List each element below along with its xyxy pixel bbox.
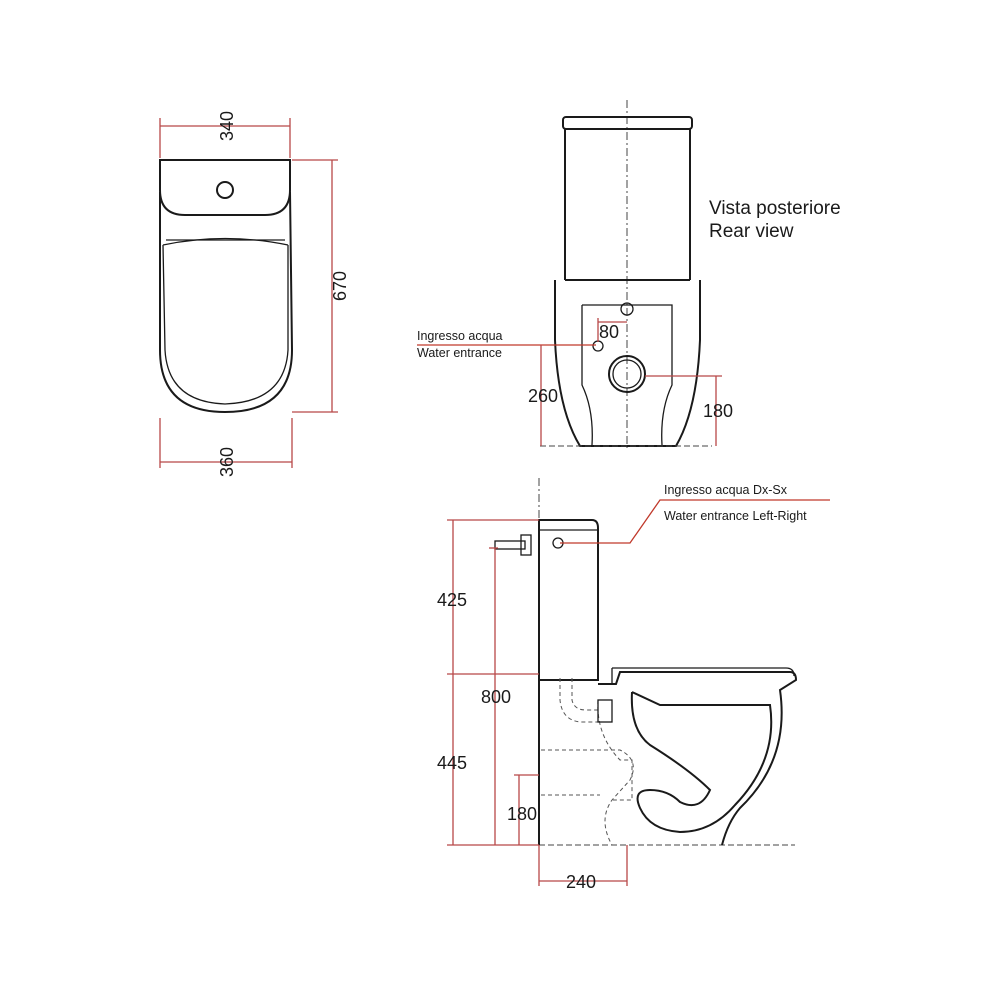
dim-80-label: 80 bbox=[599, 322, 619, 342]
side-view-bowl-outline bbox=[538, 671, 798, 846]
rear-view-inlet-label-it: Ingresso acqua bbox=[417, 329, 503, 343]
rear-view-water-inlet-icon bbox=[592, 340, 604, 352]
top-view-bowl-outline bbox=[159, 191, 294, 414]
dim-800-label: 800 bbox=[481, 687, 511, 707]
dim-340-label: 340 bbox=[217, 111, 237, 141]
rear-view-inlet-label-en: Water entrance bbox=[417, 346, 502, 360]
top-view: 340 670 360 bbox=[159, 111, 350, 477]
rear-view-top-inlet-icon bbox=[620, 302, 634, 316]
side-view: 425 445 800 180 240 Ingresso acqua Dx-Sx… bbox=[437, 478, 830, 892]
dim-260-label: 260 bbox=[528, 386, 558, 406]
rear-view-tank-lid bbox=[562, 116, 693, 130]
dim-445-label: 445 bbox=[437, 753, 467, 773]
rear-view-outlet-outer-icon bbox=[608, 355, 646, 393]
side-view-inlet-label-it: Ingresso acqua Dx-Sx bbox=[664, 483, 788, 497]
side-view-tank-outline bbox=[538, 519, 599, 681]
side-view-inlet-label-en: Water entrance Left-Right bbox=[664, 509, 807, 523]
dim-240-label: 240 bbox=[566, 872, 596, 892]
rear-view: 80 Ingresso acqua Water entrance 260 180… bbox=[417, 100, 841, 448]
rear-view-title-en: Rear view bbox=[709, 221, 794, 242]
dim-360-label: 360 bbox=[217, 447, 237, 477]
dim-425-label: 425 bbox=[437, 590, 467, 610]
flush-button-icon bbox=[216, 181, 234, 199]
side-view-bowl-interior bbox=[630, 691, 773, 834]
top-view-seat-outline bbox=[162, 237, 289, 405]
side-view-outlet-spigot bbox=[597, 699, 613, 723]
rear-view-rear-recess bbox=[581, 304, 673, 446]
top-view-tank-outline bbox=[159, 159, 291, 216]
rear-view-title-it: Vista posteriore bbox=[709, 198, 841, 219]
side-view-hidden-pipe-upper bbox=[559, 678, 600, 723]
dim-670-label: 670 bbox=[330, 271, 350, 301]
side-view-supply-pipe bbox=[494, 540, 526, 550]
rear-view-tank-outline bbox=[564, 129, 691, 281]
rear-view-outlet-inner-icon bbox=[612, 359, 642, 389]
dim-180-rear-label: 180 bbox=[703, 401, 733, 421]
rear-view-bowl-outline bbox=[554, 280, 701, 447]
side-view-rear-recess bbox=[541, 749, 634, 846]
side-view-seat-outline bbox=[611, 667, 795, 684]
side-view-supply-valve bbox=[520, 534, 532, 556]
dim-180-side-label: 180 bbox=[507, 804, 537, 824]
side-view-inlet-leader bbox=[560, 499, 830, 544]
